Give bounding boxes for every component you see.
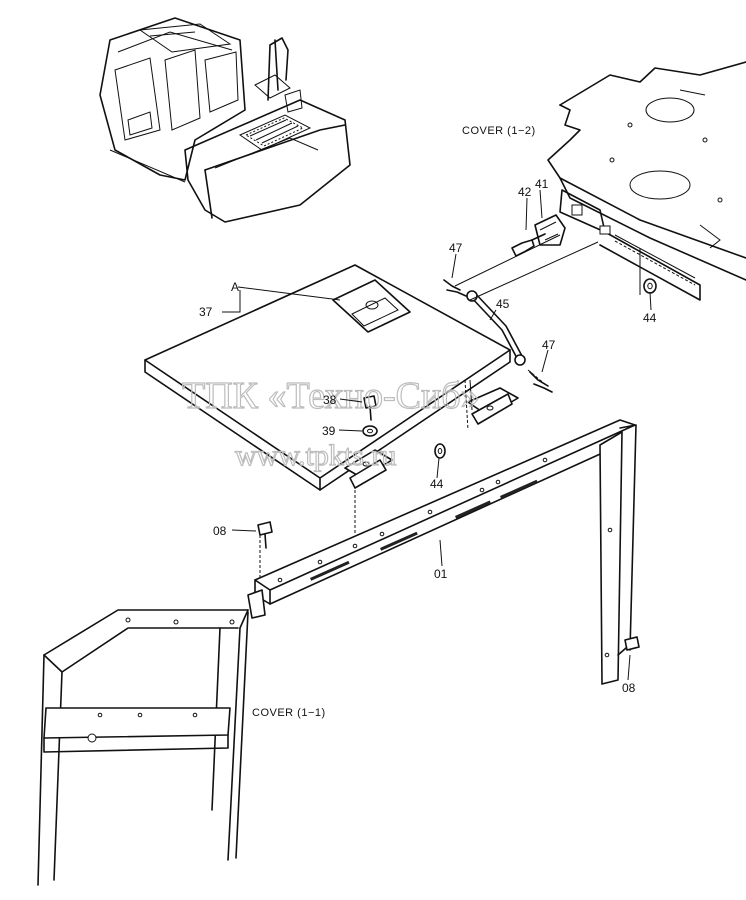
- lock-bracket: [534, 214, 566, 246]
- watermark-url: www.tpkts.ru: [235, 439, 396, 472]
- callout-08-right: 08: [622, 681, 636, 695]
- callout-01: 01: [434, 567, 448, 581]
- callout-41: 41: [535, 177, 549, 191]
- excavator-overview-illustration: [99, 17, 351, 223]
- hinge-right: [467, 387, 519, 425]
- callout-A: A: [231, 280, 239, 294]
- callout-44-right: 44: [643, 311, 657, 325]
- callout-47-top: 47: [449, 241, 463, 255]
- frame-bolt-right: [617, 636, 640, 656]
- washer-right: [643, 278, 657, 294]
- hinge-washer: [362, 425, 378, 437]
- callout-08-left: 08: [213, 524, 227, 538]
- callout-42: 42: [518, 185, 532, 199]
- washer-middle: [434, 443, 446, 459]
- main-frame: [247, 419, 637, 685]
- assembly-lines: [259, 234, 599, 580]
- hinge-bolt: [363, 395, 377, 421]
- stay-rod: [466, 290, 526, 366]
- callout-leaders: [222, 189, 652, 681]
- lower-frame: [37, 609, 249, 886]
- callout-44-middle: 44: [430, 477, 444, 491]
- watermark-company: ТПК «Техно-Сиб»: [182, 375, 480, 417]
- snap-pin-top: [443, 279, 467, 297]
- hinge-left: [344, 449, 393, 489]
- watermark: ТПК «Техно-Сиб» www.tpkts.ru: [181, 374, 480, 472]
- callout-37: 37: [199, 305, 213, 319]
- callout-39: 39: [322, 424, 336, 438]
- frame-bolt-left: [257, 521, 273, 549]
- callout-38: 38: [323, 393, 337, 407]
- cover-panel: [144, 264, 511, 491]
- upper-frame-plate: [547, 61, 746, 301]
- callout-45: 45: [496, 297, 510, 311]
- callout-47-right: 47: [542, 338, 556, 352]
- cover-1-1-title: COVER (1−1): [252, 707, 326, 719]
- cover-1-2-title: COVER (1−2): [462, 125, 536, 137]
